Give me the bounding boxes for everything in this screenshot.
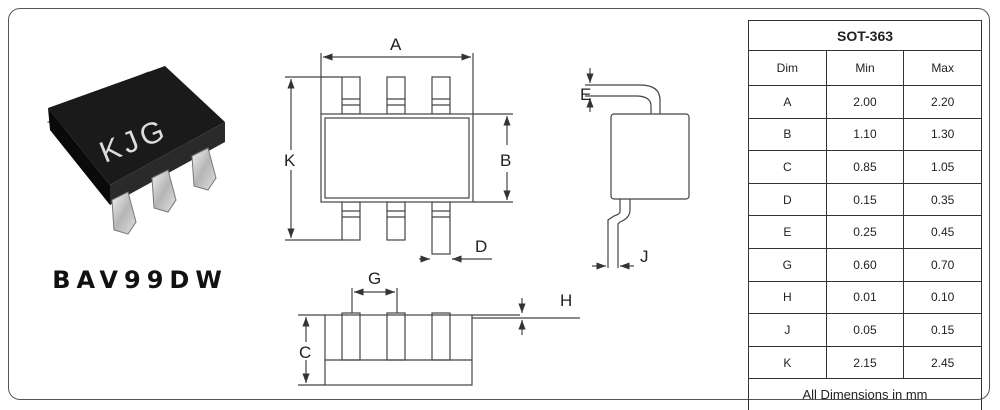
dim-label-d: D: [475, 237, 487, 256]
dim-label-c: C: [299, 343, 311, 362]
cell-dim: E: [748, 215, 827, 249]
dim-label-h: H: [560, 291, 572, 310]
cell-max: 2.20: [903, 85, 982, 119]
cell-min: 0.85: [825, 150, 905, 184]
cell-dim: B: [748, 117, 827, 152]
dim-label-j: J: [640, 247, 649, 266]
top-view: [285, 53, 513, 263]
cell-max: 1.30: [903, 117, 982, 152]
cell-min: 0.01: [825, 280, 905, 315]
cell-min: 2.15: [825, 345, 905, 380]
cell-max: 0.45: [903, 215, 982, 249]
cell-max: 2.45: [903, 345, 982, 380]
header-max: Max: [903, 50, 982, 86]
cell-dim: K: [748, 345, 827, 380]
cell-max: 0.10: [903, 280, 982, 315]
dim-label-a: A: [390, 35, 402, 54]
cell-min: 0.15: [825, 182, 905, 217]
cell-dim: C: [748, 150, 827, 184]
part-number: BAV99DW: [52, 266, 228, 294]
header-dim: Dim: [748, 50, 827, 86]
side-view-lead: [585, 68, 690, 270]
cell-dim: J: [748, 313, 827, 347]
front-view: [298, 288, 580, 386]
cell-dim: A: [748, 85, 827, 119]
cell-min: 0.05: [825, 313, 905, 347]
dim-label-g: G: [368, 269, 381, 288]
dim-label-e: E: [580, 85, 591, 104]
cell-dim: H: [748, 280, 827, 315]
table-title: SOT-363: [748, 20, 982, 51]
cell-dim: D: [748, 182, 827, 217]
cell-max: 0.70: [903, 247, 982, 282]
dim-label-b: B: [500, 151, 511, 170]
cell-max: 0.35: [903, 182, 982, 217]
dim-label-k: K: [284, 151, 296, 170]
outer-frame: [8, 8, 990, 400]
cell-dim: G: [748, 247, 827, 282]
cell-max: 0.15: [903, 313, 982, 347]
cell-max: 1.05: [903, 150, 982, 184]
cell-min: 0.60: [825, 247, 905, 282]
cell-min: 1.10: [825, 117, 905, 152]
header-min: Min: [825, 50, 905, 86]
table-footer: All Dimensions in mm: [748, 378, 982, 410]
chip-illustration: KJG: [46, 66, 225, 235]
cell-min: 0.25: [825, 215, 905, 249]
cell-min: 2.00: [825, 85, 905, 119]
